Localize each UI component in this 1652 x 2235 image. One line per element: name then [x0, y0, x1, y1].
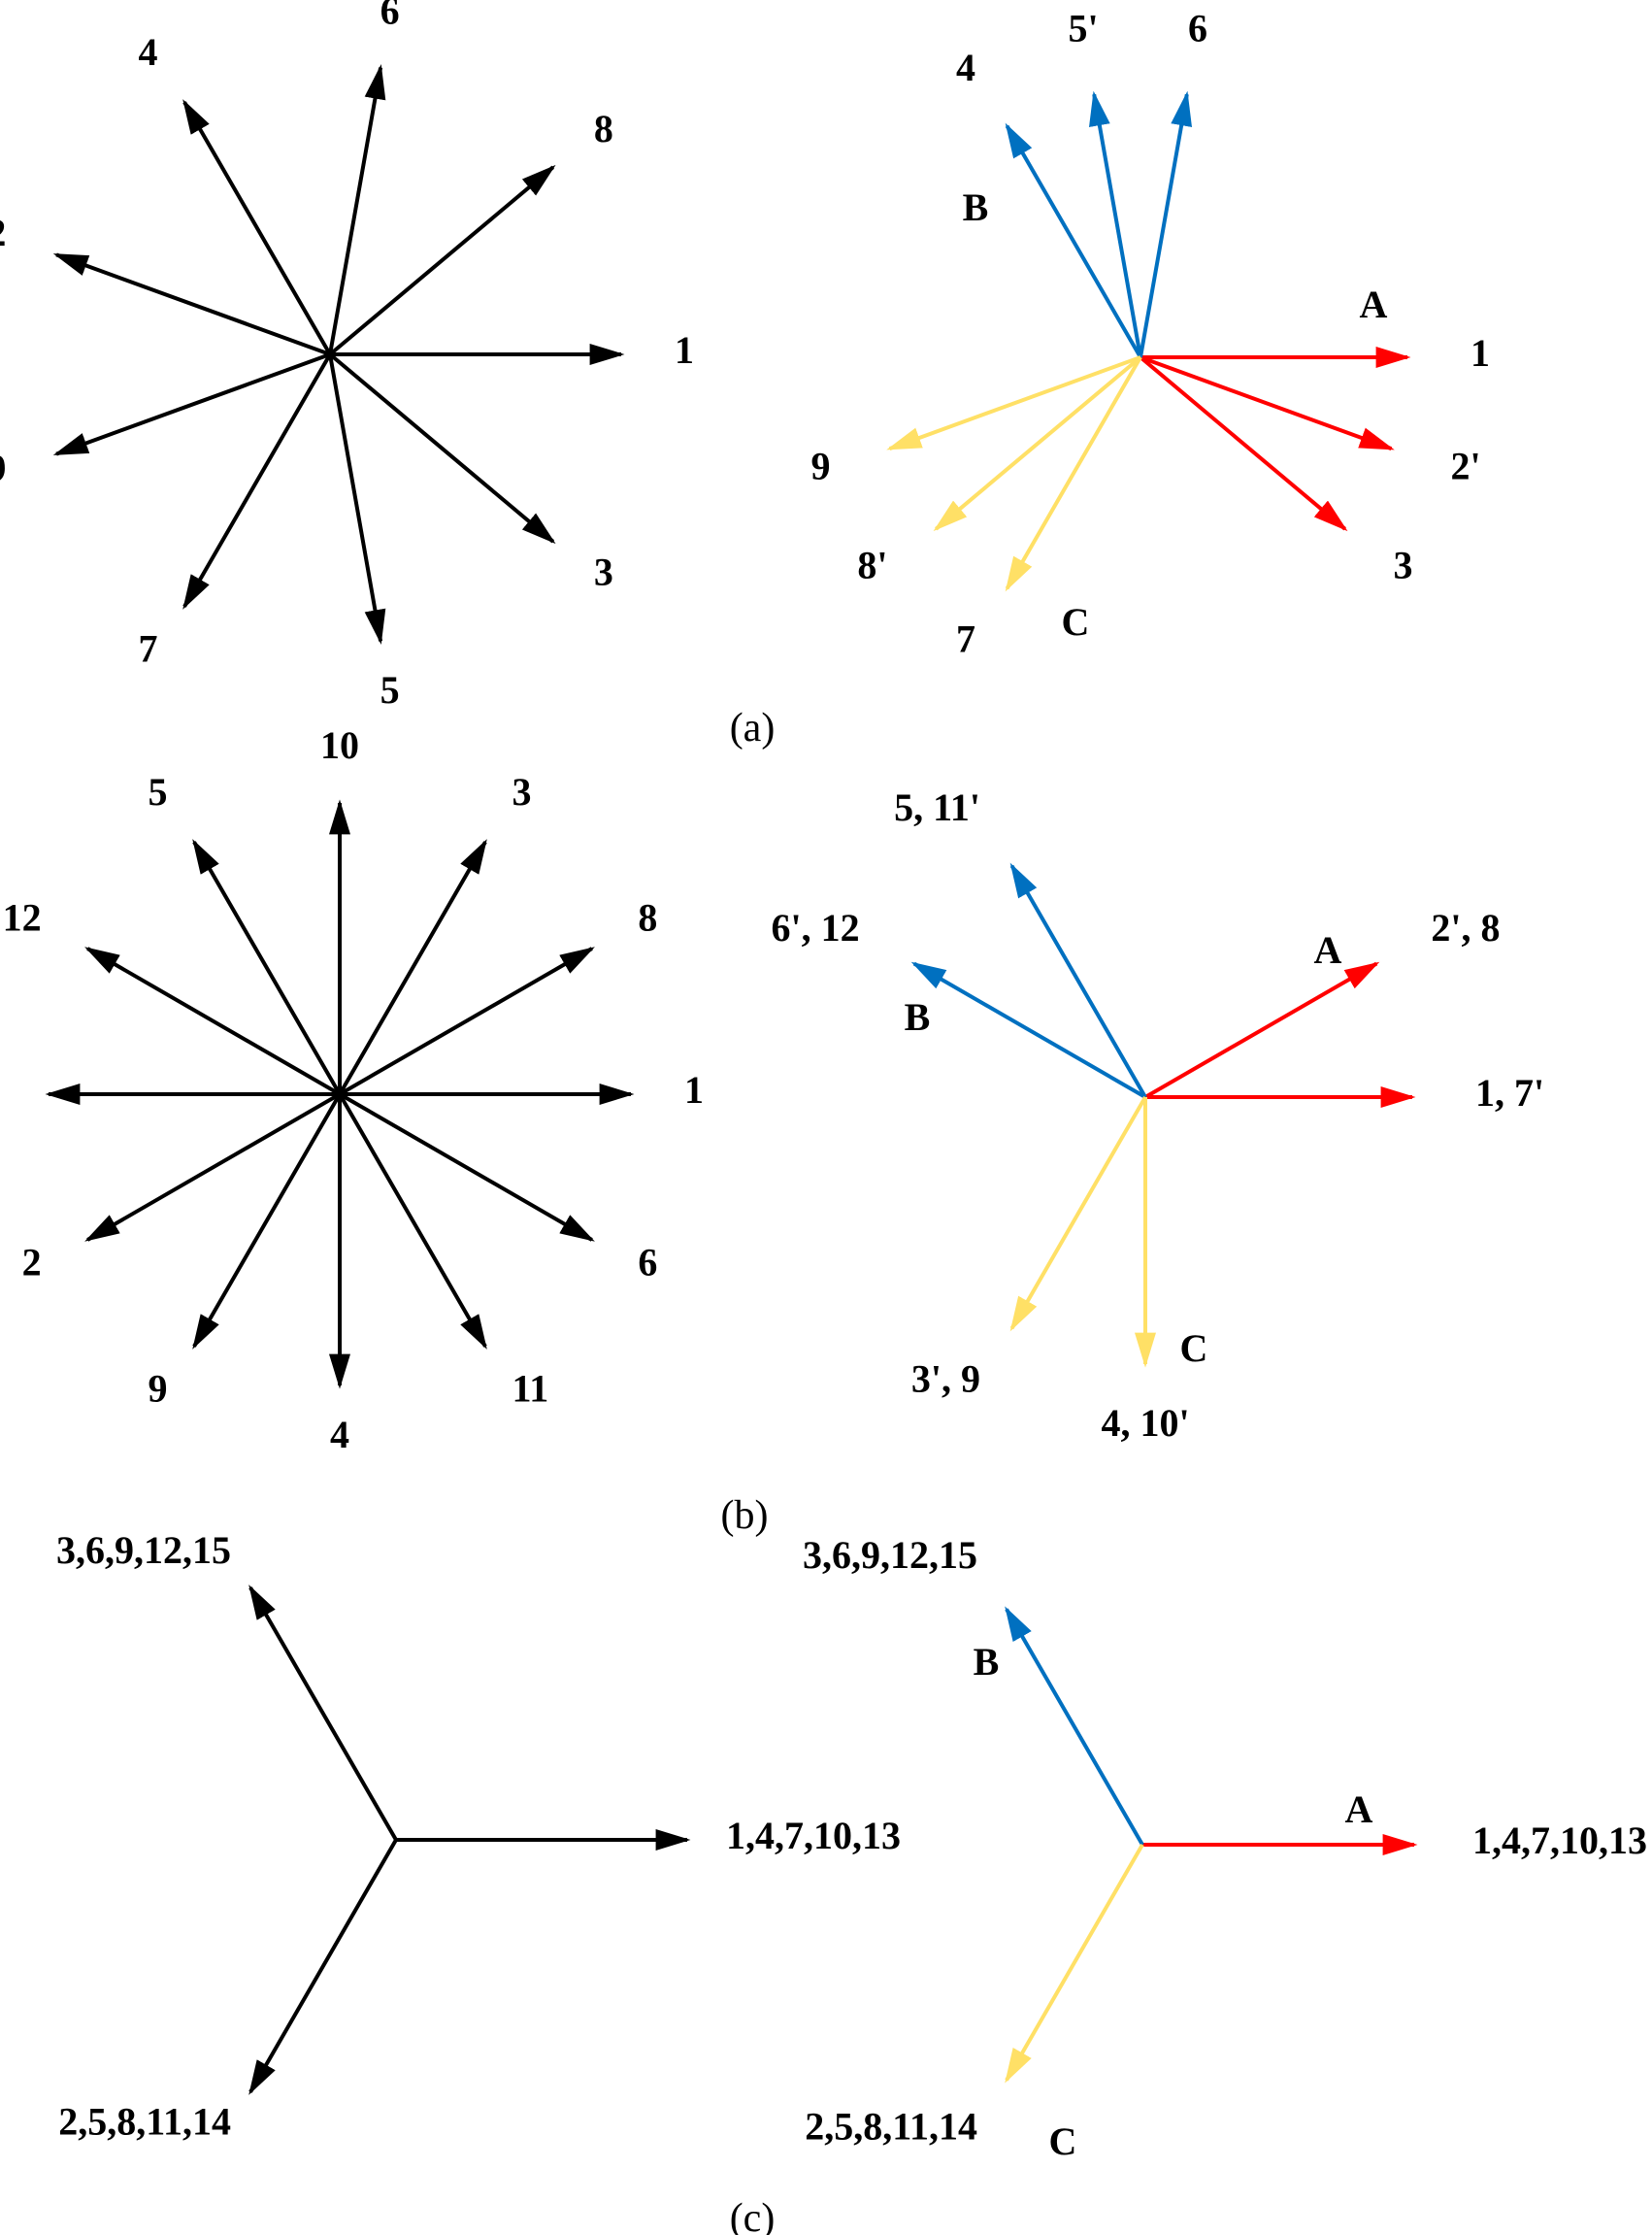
panel-0-left-vector-7 [328, 353, 386, 645]
panel-1-right-vector-label-0: 1, 7' [1475, 1071, 1544, 1115]
panel-0-right-vector-1 [1140, 355, 1395, 450]
panel-1-right-vector-label-5: 4, 10' [1101, 1401, 1189, 1445]
panel-2-phase-label-b: B [974, 1640, 1000, 1684]
panel-1-left-vector-7 [84, 1092, 342, 1242]
panel-0-left-vector-label-2: 6 [380, 0, 400, 33]
panel-1-left-vector-2 [338, 839, 487, 1096]
panel-c-left-star: 1,4,7,10,13 3,6,9,12,15 2,5,8,11,14 [56, 1528, 901, 2144]
panel-1-left-vector-5 [84, 947, 342, 1096]
panel-2-right-vector-label-2: 2,5,8,11,14 [805, 2105, 977, 2149]
panel-0-left-vector-label-6: 7 [139, 627, 158, 671]
panel-1-right-vector-label-1: 2', 8 [1431, 906, 1500, 950]
panel-1-right-vector-4 [1009, 1096, 1147, 1332]
panel-1-left-vector-label-11: 6 [638, 1241, 657, 1284]
panel-2-phase-label-c: C [1049, 2119, 1077, 2163]
panel-0-left-vector-label-8: 3 [594, 550, 613, 593]
panel-1-phase-label-a: A [1314, 928, 1342, 972]
panel-1-left-vector-label-1: 8 [638, 896, 657, 940]
panel-1-left-vector-label-9: 4 [330, 1413, 349, 1456]
panel-1-left-vector-label-4: 5 [149, 770, 168, 814]
panel-0-right-vector-label-3: 4 [956, 46, 975, 89]
panel-1-left-vector-label-2: 3 [512, 770, 532, 814]
panel-a: 1 8 6 4 2 9 7 5 3 1 2' 3 4 5' 6 9 8' 7 A B C (a) [0, 0, 1490, 751]
panel-a-right-phasors: 1 2' 3 4 5' 6 9 8' 7 A B C [811, 6, 1491, 660]
panel-0-right-vector-label-6: 9 [811, 444, 831, 487]
panel-c: 1,4,7,10,13 3,6,9,12,15 2,5,8,11,14 1,4,7,… [56, 1528, 1647, 2235]
panel-2-right-vector-label-0: 1,4,7,10,13 [1472, 1818, 1647, 1862]
panel-0-right-vector-label-4: 5' [1068, 6, 1098, 50]
panel-b-left-star: 183105127294116 [3, 723, 704, 1456]
panel-1-phase-label-c: C [1180, 1326, 1208, 1370]
panel-1-phase-label-b: B [905, 995, 931, 1039]
panel-1-left-vector-label-10: 11 [512, 1367, 549, 1411]
panel-0-right-vector-label-0: 1 [1470, 331, 1490, 375]
panel-0-left-vector-1 [328, 164, 556, 356]
panel-c-right-phasors: 1,4,7,10,13 3,6,9,12,15 2,5,8,11,14 A B C [803, 1533, 1647, 2163]
panel-0-phase-label-c: C [1062, 600, 1090, 644]
panel-1-left-vector-label-3: 10 [320, 723, 359, 767]
panel-0-left-vector-4 [52, 252, 331, 356]
panel-b-right-phasors: 1, 7' 2', 8 5, 11' 6', 12 3', 9 4, 10' A B C [771, 785, 1544, 1445]
panel-2-left-vector-label-1: 3,6,9,12,15 [56, 1528, 231, 1572]
panel-0-left-vector-5 [52, 352, 331, 456]
panel-0-right-vector-label-2: 3 [1394, 544, 1413, 587]
panel-0-right-vector-2 [1139, 355, 1348, 532]
panel-2-right-vector-2 [1005, 1844, 1144, 2084]
panel-1-left-vector-1 [338, 947, 595, 1096]
panel-1-left-vector-11 [338, 1092, 595, 1242]
panel-0-left-vector-label-3: 4 [139, 30, 158, 74]
panel-1-left-vector-label-5: 12 [3, 896, 42, 940]
panel-1-right-vector-3 [910, 961, 1146, 1099]
panel-0-right-vector-label-8: 7 [956, 617, 975, 661]
panel-2-right-vector-label-1: 3,6,9,12,15 [803, 1533, 977, 1577]
panel-1-left-vector-10 [338, 1092, 487, 1350]
panel-1-right-vector-2 [1009, 862, 1147, 1098]
panel-2-right-vector-1 [1005, 1606, 1144, 1846]
panel-2-left-vector-label-0: 1,4,7,10,13 [726, 1814, 901, 1857]
panel-0-left-vector-8 [328, 352, 556, 545]
panel-0-phase-label-b: B [963, 185, 989, 229]
panel-1-left-vector-label-8: 9 [149, 1367, 168, 1411]
panel-0-right-vector-6 [886, 355, 1141, 450]
panel-0-left-vector-label-4: 2 [0, 211, 6, 254]
panel-0-right-vector-label-1: 2' [1451, 444, 1481, 487]
panel-2-left-vector-1 [248, 1585, 398, 1842]
panel-0-right-vector-5 [1139, 90, 1193, 358]
panel-0-right-vector-label-5: 6 [1188, 6, 1207, 50]
panel-1-right-vector-label-3: 6', 12 [771, 906, 859, 950]
panel-2-left-vector-2 [248, 1838, 398, 2095]
panel-1-right-vector-label-4: 3', 9 [911, 1357, 980, 1401]
panel-0-left-vector-label-1: 8 [594, 107, 613, 150]
panel-1-right-vector-1 [1144, 961, 1380, 1099]
caption-c: (c) [730, 2196, 776, 2235]
panel-0-right-vector-label-7: 8' [857, 544, 887, 587]
panel-1-left-vector-label-7: 2 [22, 1241, 42, 1284]
panel-0-left-vector-2 [328, 64, 386, 355]
caption-a: (a) [730, 706, 776, 751]
panel-1-left-vector-4 [192, 839, 342, 1096]
panel-0-left-vector-label-7: 5 [380, 668, 400, 712]
panel-2-left-vector-label-2: 2,5,8,11,14 [58, 2100, 231, 2144]
caption-b: (b) [721, 1493, 769, 1538]
panel-0-left-vector-label-5: 9 [0, 447, 6, 490]
panel-0-left-vector-6 [182, 352, 332, 610]
panel-2-phase-label-a: A [1345, 1787, 1373, 1831]
panel-0-right-vector-8 [1005, 356, 1142, 592]
panel-1-left-vector-8 [192, 1092, 342, 1350]
panel-b: 183105127294116 1, 7'2', 85, 11'6', 123'… [3, 723, 1545, 1538]
panel-0-right-vector-7 [933, 355, 1142, 532]
panel-0-phase-label-a: A [1360, 283, 1388, 326]
panel-0-left-vector-3 [182, 99, 332, 356]
panel-0-right-vector-4 [1088, 90, 1142, 358]
panel-1-right-vector-label-2: 5, 11' [894, 785, 980, 829]
panel-0-right-vector-3 [1005, 122, 1142, 358]
panel-0-left-vector-label-0: 1 [675, 328, 694, 372]
panel-1-left-vector-label-0: 1 [684, 1068, 704, 1112]
panel-a-left-star: 1 8 6 4 2 9 7 5 3 [0, 0, 694, 712]
